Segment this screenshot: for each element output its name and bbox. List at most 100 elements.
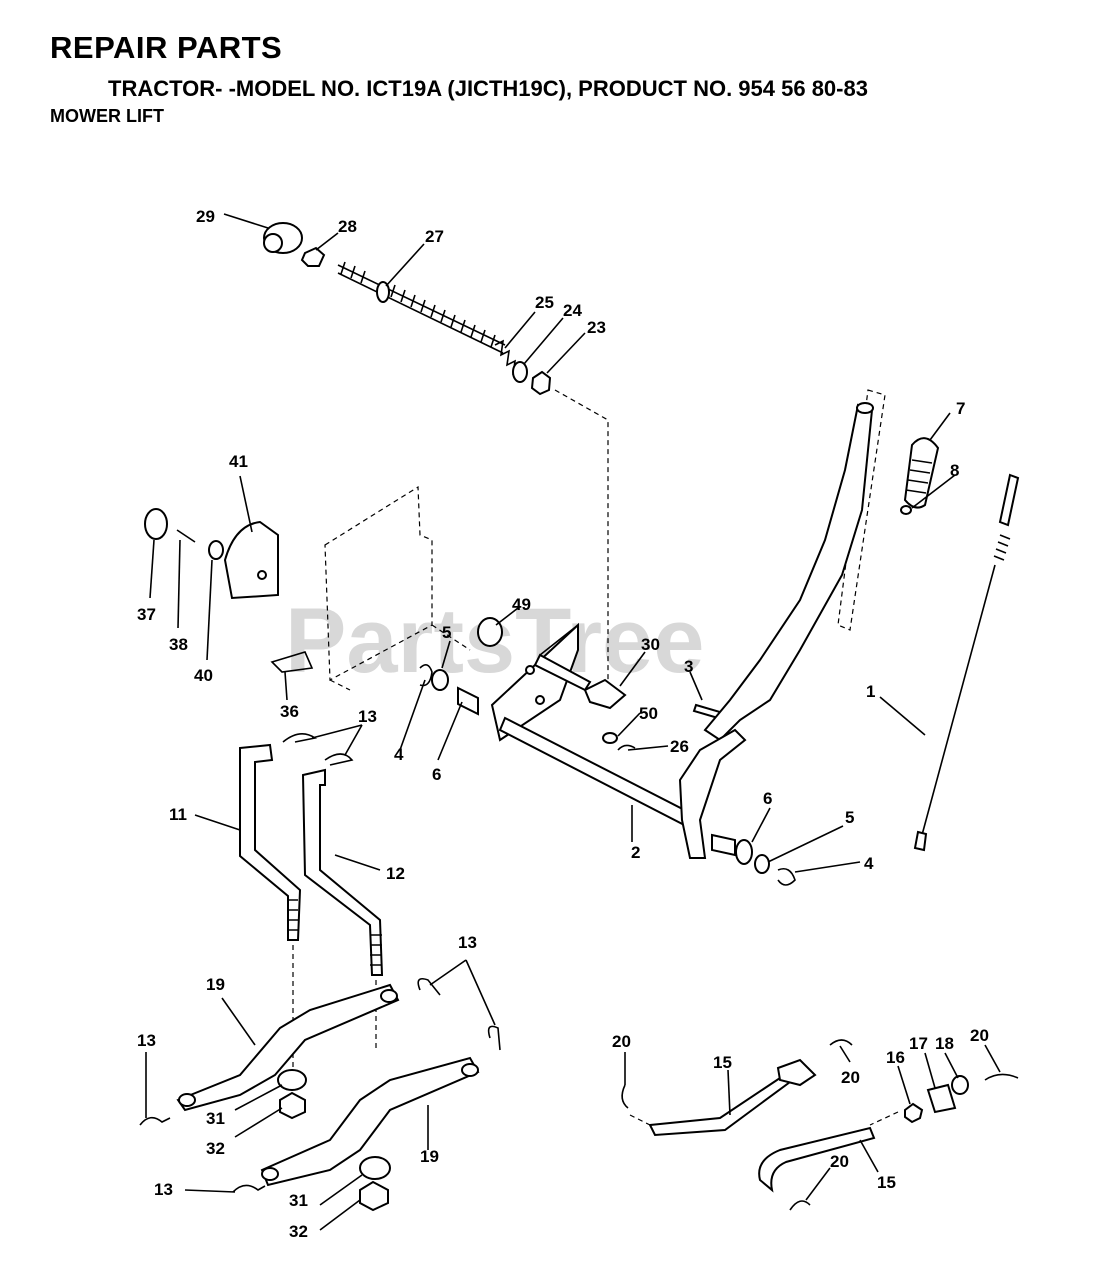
leader-dashed xyxy=(329,624,471,691)
callout-3: 3 xyxy=(684,657,693,676)
washer-6-right xyxy=(735,839,753,865)
bushing-6-right xyxy=(711,833,736,857)
handle-tube-outline xyxy=(837,389,886,631)
callout-25: 25 xyxy=(535,293,554,312)
leader-15-a xyxy=(629,1114,651,1126)
callout-12: 12 xyxy=(386,864,405,883)
callout-20-d: 20 xyxy=(830,1152,849,1171)
clip-4-right xyxy=(777,867,796,886)
leader-lines xyxy=(145,213,1001,1231)
callout-26: 26 xyxy=(670,737,689,756)
lift-link-11 xyxy=(239,743,302,941)
callout-29: 29 xyxy=(196,207,215,226)
callout-labels: 29 28 27 25 24 23 7 8 41 37 38 40 49 5 3… xyxy=(137,207,989,1241)
adjust-rod-27 xyxy=(337,261,506,354)
clip-13-f xyxy=(487,1025,501,1051)
clip-4-left xyxy=(419,664,433,687)
callout-5-left: 5 xyxy=(442,623,451,642)
callout-27: 27 xyxy=(425,227,444,246)
rod-15-end xyxy=(776,1058,817,1087)
pin-26 xyxy=(617,744,636,751)
nut-23 xyxy=(530,370,552,396)
clip-13-c xyxy=(139,1116,171,1126)
callout-4-right: 4 xyxy=(864,854,874,873)
switch-30 xyxy=(583,678,627,710)
callout-15-bottom: 15 xyxy=(877,1173,896,1192)
clip-20-b xyxy=(829,1039,853,1046)
lift-handle xyxy=(678,402,874,859)
callout-37: 37 xyxy=(137,605,156,624)
bushing-6-left xyxy=(457,686,479,716)
callout-7: 7 xyxy=(956,399,965,418)
page-title: REPAIR PARTS xyxy=(50,30,283,65)
nut-28 xyxy=(300,246,326,267)
callout-1: 1 xyxy=(866,682,875,701)
rod-15-top xyxy=(648,1076,793,1137)
callout-19-top: 19 xyxy=(206,975,225,994)
clip-13-e xyxy=(417,977,441,996)
washer-24 xyxy=(512,361,528,383)
callout-40: 40 xyxy=(194,666,213,685)
callout-41: 41 xyxy=(229,452,248,471)
callout-23: 23 xyxy=(587,318,606,337)
callout-31-a: 31 xyxy=(206,1109,225,1128)
callout-20-a: 20 xyxy=(612,1032,631,1051)
callout-24: 24 xyxy=(563,301,582,320)
callout-20-b: 20 xyxy=(841,1068,860,1087)
callout-50: 50 xyxy=(639,704,658,723)
callout-30: 30 xyxy=(641,635,660,654)
cable-1 xyxy=(913,473,1020,852)
bolt-38 xyxy=(176,529,196,543)
cap-37 xyxy=(144,508,168,540)
plate-41 xyxy=(223,520,279,600)
washer-50 xyxy=(602,732,618,744)
rod-15-bottom xyxy=(758,1126,876,1193)
lift-arm-19-top xyxy=(176,983,400,1112)
grip-7-ribs xyxy=(905,459,933,494)
grip-7 xyxy=(903,437,940,509)
clip-36 xyxy=(270,651,314,673)
callout-13-bottom: 13 xyxy=(154,1180,173,1199)
clip-13-a xyxy=(282,733,318,743)
callout-8: 8 xyxy=(950,461,959,480)
washer-5-right xyxy=(754,854,770,874)
washer-5-left xyxy=(431,669,449,691)
callout-32-a: 32 xyxy=(206,1139,225,1158)
callout-13-mid: 13 xyxy=(458,933,477,952)
part-18 xyxy=(951,1075,969,1095)
nut-16 xyxy=(904,1102,924,1124)
callout-13-top: 13 xyxy=(358,707,377,726)
callout-38: 38 xyxy=(169,635,188,654)
callout-4-left: 4 xyxy=(394,745,404,764)
callout-16: 16 xyxy=(886,1048,905,1067)
callout-19-bottom: 19 xyxy=(420,1147,439,1166)
block-17 xyxy=(926,1083,957,1114)
bushing-31-a xyxy=(277,1069,307,1091)
clip-20-c xyxy=(984,1073,1019,1081)
spring-25 xyxy=(494,339,517,376)
callout-28: 28 xyxy=(338,217,357,236)
washer-40 xyxy=(208,540,224,560)
callout-36: 36 xyxy=(280,702,299,721)
nut-32-b xyxy=(359,1180,389,1212)
knob-29 xyxy=(263,222,303,254)
callout-20-c: 20 xyxy=(970,1026,989,1045)
leader-dashed-23 xyxy=(554,389,609,690)
callout-31-b: 31 xyxy=(289,1191,308,1210)
clip-20-a xyxy=(621,1084,629,1109)
section-title: MOWER LIFT xyxy=(50,106,164,126)
callout-5-right: 5 xyxy=(845,808,854,827)
nut-32-a xyxy=(279,1091,306,1120)
callout-18: 18 xyxy=(935,1034,954,1053)
leader-15-b xyxy=(869,1111,899,1126)
callout-17: 17 xyxy=(909,1034,928,1053)
lift-shaft-2 xyxy=(498,716,702,832)
model-line: TRACTOR- -MODEL NO. ICT19A (JICTH19C), P… xyxy=(108,76,868,101)
callout-11: 11 xyxy=(169,805,187,824)
callout-2: 2 xyxy=(631,843,640,862)
callout-6-left: 6 xyxy=(432,765,441,784)
bushing-31-b xyxy=(359,1156,391,1180)
callout-13-left: 13 xyxy=(137,1031,156,1050)
callout-15-top: 15 xyxy=(713,1053,732,1072)
